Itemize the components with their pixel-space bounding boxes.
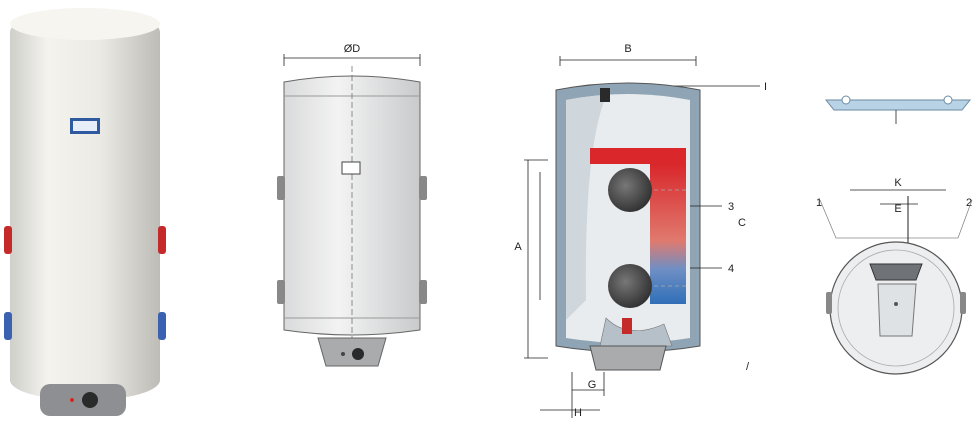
- heating-element-icon: [622, 318, 632, 334]
- bottom-view-connector: [826, 292, 832, 314]
- section-control-unit: [589, 345, 667, 371]
- bottom-h-label: H: [574, 407, 582, 419]
- photo-hot-connector-left: [4, 226, 12, 254]
- k-label: K: [894, 177, 902, 189]
- mounting-bracket-icon: [824, 99, 972, 111]
- top-right-label: I: [764, 81, 767, 93]
- photo-cold-connector-right: [158, 312, 166, 340]
- front-connector: [277, 280, 285, 304]
- heat-exchanger-coil-lower: [608, 264, 652, 308]
- heat-exchanger-coil-upper: [608, 168, 652, 212]
- top-bottom-views: K E 1 2: [816, 95, 973, 375]
- bottom-view-flange: [869, 263, 923, 281]
- front-view-drawing: ØD: [277, 43, 427, 367]
- inlet-lower-label: 4: [728, 263, 734, 275]
- bottom-view-connector: [960, 292, 966, 314]
- right-mid-label: C: [738, 217, 746, 229]
- photo-hot-connector-right: [158, 226, 166, 254]
- top-anode-icon: [600, 88, 610, 102]
- front-control-unit: [317, 337, 387, 367]
- inlet-upper-label: 3: [728, 201, 734, 213]
- diameter-label: ØD: [344, 43, 361, 55]
- front-knob-icon: [352, 348, 364, 360]
- left-height-label: A: [514, 241, 522, 253]
- indicator-light-icon: [70, 398, 74, 402]
- left-label: 1: [816, 197, 822, 209]
- front-badge: [341, 161, 361, 175]
- front-connector: [419, 176, 427, 200]
- e-label: E: [894, 203, 901, 215]
- front-connector: [419, 280, 427, 304]
- water-temperature-gradient: [650, 164, 686, 304]
- front-connector: [277, 176, 285, 200]
- photo-cold-connector-left: [4, 312, 12, 340]
- thermostat-knob-icon: [82, 392, 98, 408]
- hot-water-band: [590, 148, 686, 164]
- photo-tank-body: [10, 12, 160, 400]
- cross-section-drawing: B I A 3 C 4 G H /: [514, 43, 767, 419]
- right-label: 2: [966, 197, 972, 209]
- photo-tank-top: [10, 8, 160, 40]
- product-photo: [4, 8, 166, 416]
- bottom-right-label: /: [746, 361, 750, 373]
- width-label: B: [624, 43, 631, 55]
- bottom-g-label: G: [588, 379, 597, 391]
